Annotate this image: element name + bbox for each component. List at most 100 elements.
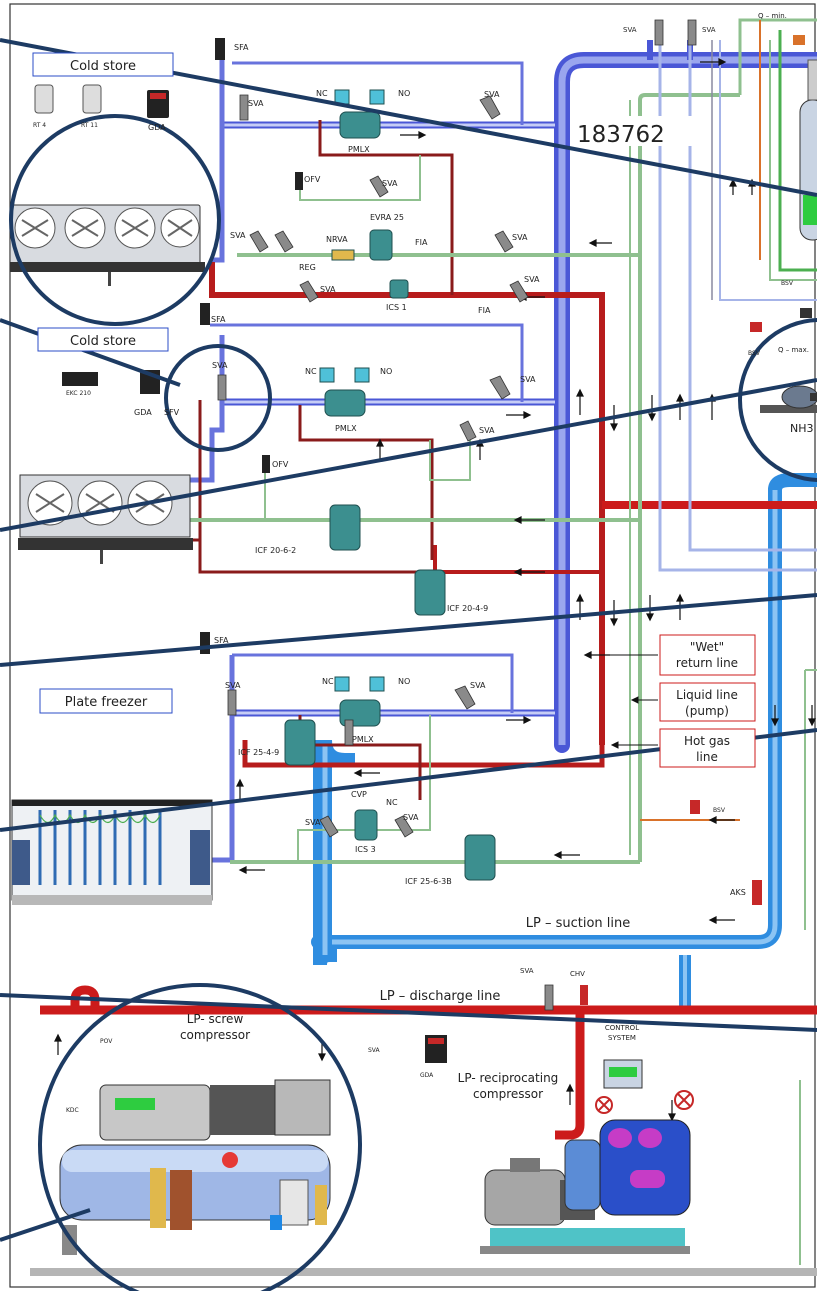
label-q-min: Q – min. bbox=[758, 12, 787, 20]
label-sva-5: SVA bbox=[512, 233, 528, 242]
label-nc-4: NC bbox=[386, 798, 398, 807]
screw-compressor-label-1: LP- screw bbox=[187, 1012, 244, 1026]
label-bsv-3: BSV bbox=[713, 807, 726, 814]
label-pmlx-2: PMLX bbox=[335, 424, 357, 433]
label-reg: REG bbox=[299, 263, 316, 272]
legend: "Wet" return line Liquid line (pump) Hot… bbox=[659, 634, 756, 768]
sva-valves bbox=[217, 19, 697, 1011]
label-pov: POV bbox=[100, 1038, 113, 1045]
label-aks: AKS bbox=[730, 888, 746, 897]
control-system-label-2: SYSTEM bbox=[608, 1034, 636, 1042]
label-sva-9: SVA bbox=[520, 375, 536, 384]
label-sfa-2: SFA bbox=[211, 315, 226, 324]
label-sva-top-2: SVA bbox=[702, 26, 716, 34]
label-sva-top-1: SVA bbox=[623, 26, 637, 34]
zone-labels: Cold store Cold store Plate freezer bbox=[32, 52, 174, 714]
lp-discharge-label-bg bbox=[370, 985, 510, 1005]
label-kdc: KDC bbox=[66, 1107, 79, 1114]
label-no-1: NO bbox=[398, 89, 410, 98]
label-ofv-1: OFV bbox=[304, 175, 321, 184]
label-icf-25-4-9: ICF 25-4-9 bbox=[238, 748, 279, 757]
lp-suction-label-bg bbox=[515, 912, 640, 932]
zone-plate-freezer: Plate freezer bbox=[65, 695, 148, 710]
legend-hot-gas-line1: Hot gas bbox=[684, 734, 730, 748]
label-sva-15: SVA bbox=[520, 967, 534, 975]
label-bsv-1: BSV bbox=[781, 280, 794, 287]
label-sva-13: SVA bbox=[305, 818, 321, 827]
label-sva-8: SVA bbox=[212, 361, 228, 370]
label-nrva: NRVA bbox=[326, 235, 348, 244]
label-sva-6: SVA bbox=[320, 285, 336, 294]
screw-compressor-label-2: compressor bbox=[180, 1028, 250, 1042]
label-ics3: ICS 3 bbox=[355, 845, 376, 854]
callout-lines bbox=[0, 38, 817, 1242]
zone-cold-store-2: Cold store bbox=[70, 334, 136, 349]
suction-pipes bbox=[185, 40, 817, 863]
label-sva-7: SVA bbox=[524, 275, 540, 284]
component-labels: SFA SVA NC NO PMLX SVA OFV SVA EVRA 25 S… bbox=[33, 12, 814, 1114]
label-nc-1: NC bbox=[316, 89, 328, 98]
label-ics1: ICS 1 bbox=[386, 303, 407, 312]
legend-liquid-line1: Liquid line bbox=[676, 688, 738, 702]
zone-cold-store-1: Cold store bbox=[70, 59, 136, 74]
label-sva-16: SVA bbox=[368, 1047, 381, 1054]
lp-pipes bbox=[40, 473, 817, 1140]
label-pmlx-3: PMLX bbox=[352, 735, 374, 744]
label-fia-2: FIA bbox=[478, 306, 491, 315]
label-fia-1: FIA bbox=[415, 238, 428, 247]
legend-hot-gas-line2: line bbox=[696, 750, 718, 764]
label-nc-2: NC bbox=[305, 367, 317, 376]
control-system-label-1: CONTROL bbox=[605, 1024, 639, 1032]
label-gda-2: GDA bbox=[134, 408, 152, 417]
label-sva-1: SVA bbox=[248, 99, 264, 108]
lp-discharge-label: LP – discharge line bbox=[380, 989, 501, 1004]
label-nc-3: NC bbox=[322, 677, 334, 686]
legend-liquid-line2: (pump) bbox=[685, 704, 729, 718]
label-nh3: NH3 bbox=[790, 422, 814, 435]
label-sfv: SFV bbox=[164, 408, 180, 417]
id-number: 183762 bbox=[577, 122, 665, 148]
label-sva-14: SVA bbox=[403, 813, 419, 822]
label-gda-1: GDA bbox=[148, 123, 166, 132]
label-sfa-1: SFA bbox=[234, 43, 249, 52]
recip-compressor-label-2: compressor bbox=[473, 1087, 543, 1101]
label-rt4: RT 4 bbox=[33, 122, 46, 129]
id-number-bg bbox=[575, 116, 693, 146]
reciprocating-compressor bbox=[480, 1059, 694, 1254]
label-icf-20-6-2: ICF 20-6-2 bbox=[255, 546, 296, 555]
label-cvp: CVP bbox=[351, 790, 367, 799]
floor bbox=[30, 1268, 817, 1276]
legend-pointers bbox=[585, 654, 658, 749]
nh3-pump bbox=[760, 385, 817, 413]
separator-vessel bbox=[799, 59, 817, 241]
label-sva-12: SVA bbox=[470, 681, 486, 690]
label-sva-2: SVA bbox=[484, 90, 500, 99]
frame bbox=[9, 3, 816, 1288]
label-ofv-2: OFV bbox=[272, 460, 289, 469]
label-sva-3: SVA bbox=[382, 179, 398, 188]
label-rt11: RT 11 bbox=[81, 122, 98, 129]
evaporator-cold-store-2 bbox=[18, 474, 193, 564]
callout-circles bbox=[9, 114, 817, 1291]
label-icf-20-4-9: ICF 20-4-9 bbox=[447, 604, 488, 613]
label-gda-3: GDA bbox=[420, 1072, 434, 1079]
evaporator-cold-store-1 bbox=[9, 204, 205, 286]
label-sfa-3: SFA bbox=[214, 636, 229, 645]
label-ekc210: EKC 210 bbox=[66, 390, 91, 397]
label-no-2: NO bbox=[380, 367, 392, 376]
label-pmlx-1: PMLX bbox=[348, 145, 370, 154]
label-evra25: EVRA 25 bbox=[370, 213, 404, 222]
label-chv: CHV bbox=[570, 970, 585, 978]
label-q-max: Q – max. bbox=[778, 346, 809, 354]
label-bsv-2: BSV bbox=[748, 350, 761, 357]
recip-compressor-label-1: LP- reciprocating bbox=[458, 1071, 559, 1085]
label-sva-10: SVA bbox=[479, 426, 495, 435]
label-icf-25-6-3b: ICF 25-6-3B bbox=[405, 877, 452, 886]
label-sva-11: SVA bbox=[225, 681, 241, 690]
valve-stations bbox=[284, 89, 496, 881]
screw-compressor bbox=[59, 1079, 331, 1255]
legend-wet-return-line2: return line bbox=[676, 656, 738, 670]
legend-wet-return-line1: "Wet" bbox=[690, 640, 724, 654]
